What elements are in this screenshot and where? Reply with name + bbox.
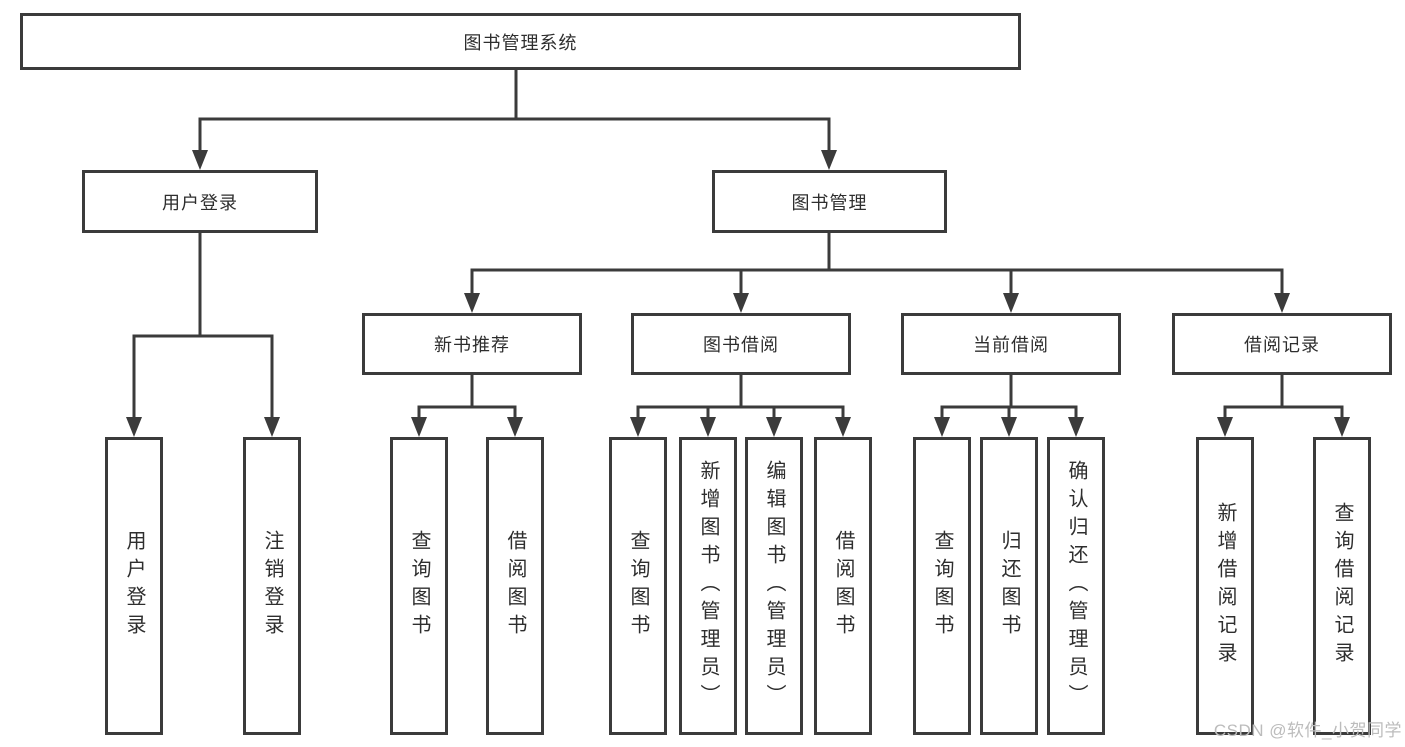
connector-borrow-to-children	[630, 375, 851, 437]
connector-root-to-level2	[192, 70, 837, 170]
leaf-query-books-recommend: 查询图书	[390, 437, 448, 735]
node-book-management: 图书管理	[712, 170, 947, 233]
node-book-borrowing: 图书借阅	[631, 313, 851, 375]
leaf-confirm-return-admin: 确认归还（管理员）	[1047, 437, 1105, 735]
leaf-add-borrow-record: 新增借阅记录	[1196, 437, 1254, 735]
connector-management-to-level3	[464, 233, 1290, 313]
leaf-user-login: 用户登录	[105, 437, 163, 735]
leaf-logout: 注销登录	[243, 437, 301, 735]
leaf-query-books-borrowing: 查询图书	[609, 437, 667, 735]
node-library-management-system: 图书管理系统	[20, 13, 1021, 70]
connector-records-to-children	[1217, 375, 1350, 437]
node-borrowing-records: 借阅记录	[1172, 313, 1392, 375]
leaf-borrow-books-borrowing: 借阅图书	[814, 437, 872, 735]
leaf-return-books: 归还图书	[980, 437, 1038, 735]
connector-login-to-children	[126, 233, 280, 437]
leaf-edit-book-admin: 编辑图书（管理员）	[745, 437, 803, 735]
leaf-query-borrow-record: 查询借阅记录	[1313, 437, 1371, 735]
node-user-login: 用户登录	[82, 170, 318, 233]
leaf-add-book-admin: 新增图书（管理员）	[679, 437, 737, 735]
leaf-query-books-current: 查询图书	[913, 437, 971, 735]
connector-recommend-to-children	[411, 375, 523, 437]
connector-current-to-children	[934, 375, 1084, 437]
leaf-borrow-books-recommend: 借阅图书	[486, 437, 544, 735]
node-current-borrowing: 当前借阅	[901, 313, 1121, 375]
csdn-watermark: CSDN @软件_小贺同学	[1213, 721, 1402, 740]
node-new-book-recommend: 新书推荐	[362, 313, 582, 375]
